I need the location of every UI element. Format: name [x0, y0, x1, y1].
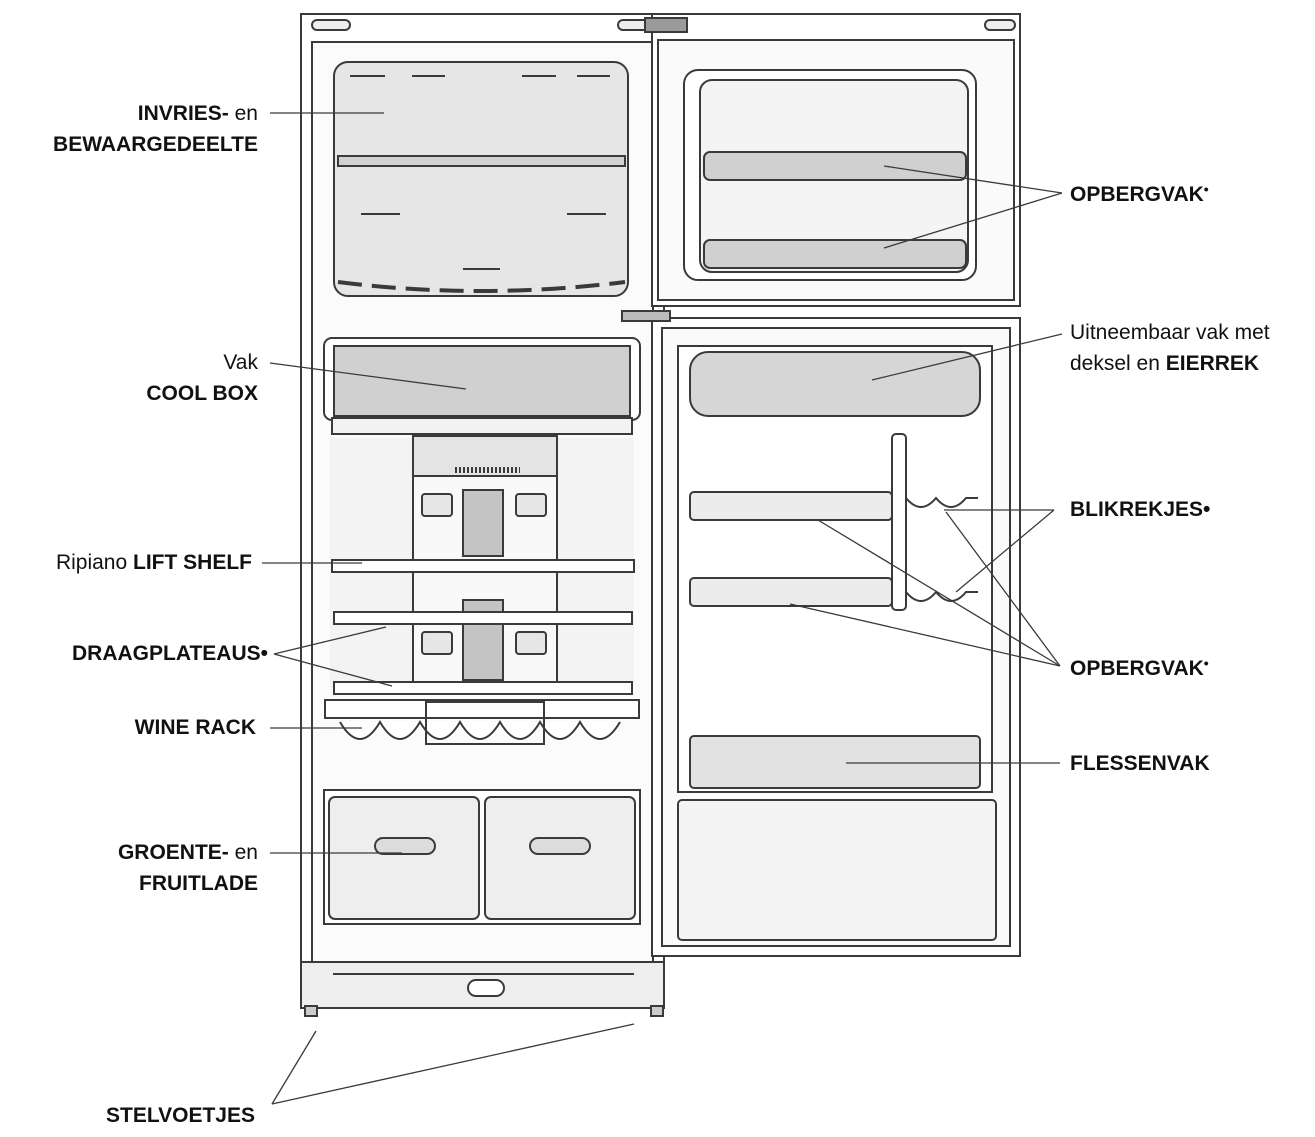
adjustable-feet [304, 1005, 664, 1017]
label-draagplateaus: DRAAGPLATEAUS• [72, 642, 268, 665]
wine-rack [324, 699, 640, 745]
label-invries: INVRIES- en BEWAARGEDEELTE [53, 102, 258, 156]
label-opbergvak-mid: OPBERGVAK• [1070, 655, 1209, 680]
label-lift-shelf: Ripiano LIFT SHELF [55, 551, 252, 574]
fridge-door [621, 310, 1021, 957]
label-blikrekjes: BLIKREKJES• [1070, 498, 1211, 521]
label-stelvoetjes: STELVOETJES [106, 1104, 255, 1127]
lift-shelf [331, 559, 635, 573]
cool-box [323, 337, 641, 435]
support-trays [333, 611, 633, 695]
label-coolbox: Vak COOL BOX [146, 351, 258, 405]
vegetable-drawers [323, 789, 641, 925]
label-wine-rack: WINE RACK [134, 716, 256, 739]
freezer-compartment [333, 61, 629, 297]
label-flessenvak: FLESSENVAK [1070, 752, 1210, 775]
freezer-door [644, 13, 1021, 307]
label-groente: GROENTE- en FRUITLADE [117, 841, 258, 895]
plinth [300, 961, 665, 1009]
label-opbergvak-top: OPBERGVAK• [1070, 181, 1209, 206]
leader-lines [262, 112, 1063, 1105]
label-uitneembaar: Uitneembaar vak met deksel en EIERREK [1070, 321, 1270, 375]
